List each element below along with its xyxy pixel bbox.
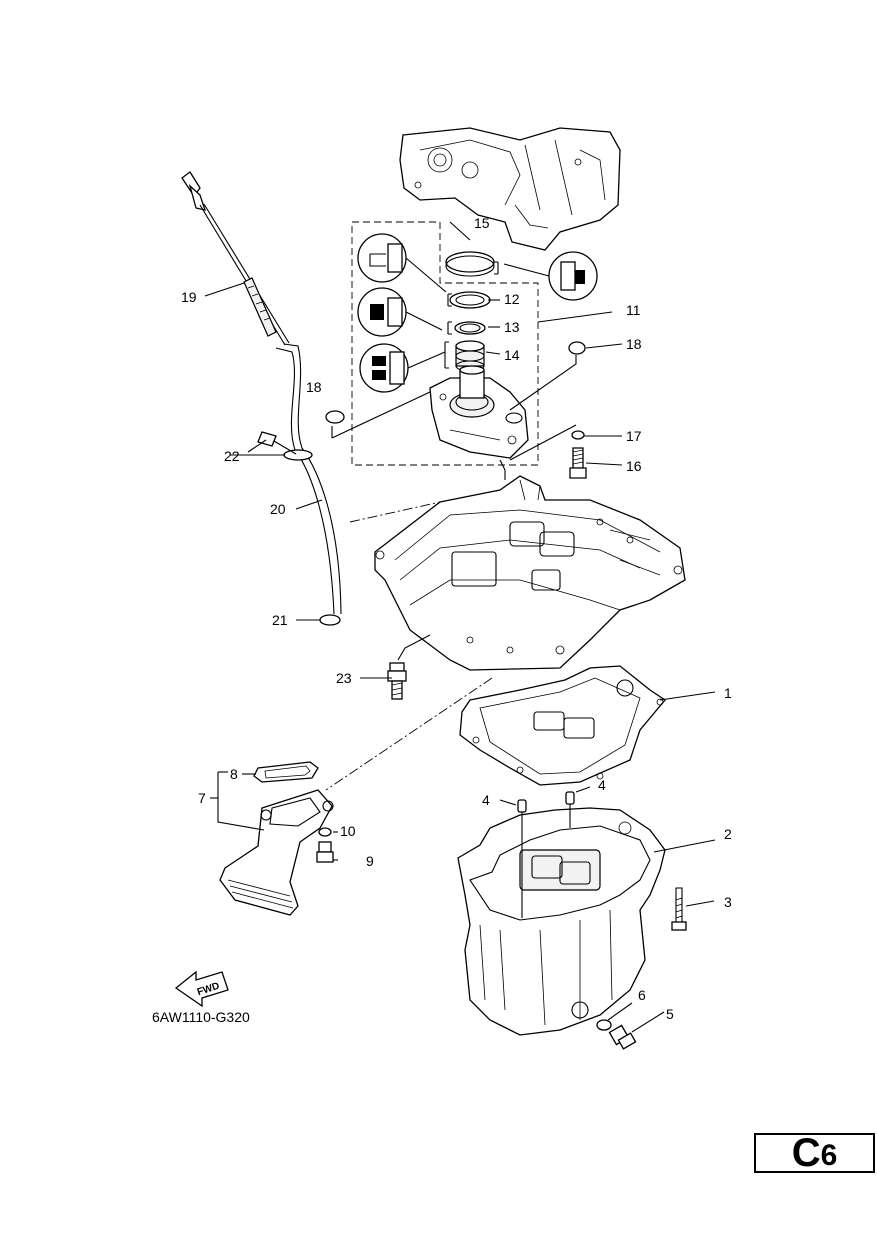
callout-1: 1 bbox=[724, 685, 732, 701]
oil-pan-2 bbox=[457, 807, 716, 1036]
callout-3: 3 bbox=[724, 894, 732, 910]
callout-4-left: 4 bbox=[482, 792, 490, 808]
oil-seal-housing bbox=[429, 365, 529, 459]
callout-17: 17 bbox=[626, 428, 642, 444]
callout-23: 23 bbox=[336, 670, 352, 686]
single-lip-seal-icon bbox=[503, 251, 598, 301]
callout-21: 21 bbox=[272, 612, 288, 628]
callout-8: 8 bbox=[230, 766, 238, 782]
callout-labels: 15 12 13 14 11 18 17 16 18 19 22 20 21 2… bbox=[152, 215, 732, 1025]
o-ring-21 bbox=[319, 614, 341, 626]
o-ring-18-left bbox=[325, 410, 345, 424]
gasket-1 bbox=[459, 665, 666, 786]
page-label-number: 6 bbox=[820, 1139, 838, 1172]
dipstick-19 bbox=[181, 171, 290, 346]
callout-10: 10 bbox=[340, 823, 356, 839]
callout-9: 9 bbox=[366, 853, 374, 869]
washer-10 bbox=[318, 827, 332, 837]
callout-16: 16 bbox=[626, 458, 642, 474]
callout-22: 22 bbox=[224, 448, 240, 464]
oil-seal-12 bbox=[449, 291, 491, 309]
exhaust-guide-block bbox=[374, 475, 686, 671]
callout-20: 20 bbox=[270, 501, 286, 517]
dipstick-guide-20 bbox=[230, 343, 342, 615]
callout-19: 19 bbox=[181, 289, 197, 305]
o-ring-15 bbox=[445, 251, 495, 277]
engine-block-fragment bbox=[399, 127, 621, 251]
washer-17 bbox=[571, 430, 585, 440]
bolt-3 bbox=[671, 887, 715, 931]
oil-seal-14 bbox=[455, 340, 485, 372]
callout-2: 2 bbox=[724, 826, 732, 842]
fitting-23 bbox=[387, 634, 431, 700]
double-seal-stack-icon bbox=[359, 343, 446, 393]
callout-11: 11 bbox=[626, 302, 641, 318]
o-ring-18-right bbox=[568, 341, 586, 355]
callout-15: 15 bbox=[474, 215, 490, 231]
callout-12: 12 bbox=[504, 291, 520, 307]
oil-seal-housing-assembly-boundary bbox=[351, 221, 539, 466]
callout-18-left: 18 bbox=[306, 379, 322, 395]
callout-6: 6 bbox=[638, 987, 646, 1003]
oil-seal-13 bbox=[454, 321, 486, 335]
callout-14: 14 bbox=[504, 347, 520, 363]
gasket-8 bbox=[253, 761, 319, 783]
page-section-label: C 6 bbox=[754, 1133, 875, 1173]
callout-7: 7 bbox=[198, 790, 206, 806]
bolt-16 bbox=[569, 447, 587, 479]
diagram-code: 6AW1110-G320 bbox=[152, 1009, 250, 1025]
bolt-9 bbox=[316, 841, 338, 863]
drain-bolt-5 bbox=[608, 1011, 665, 1050]
oil-strainer-7 bbox=[219, 789, 334, 916]
page-label-letter: C bbox=[791, 1131, 821, 1175]
u-shaped-lip-seal-icon bbox=[357, 233, 447, 293]
callout-4-right: 4 bbox=[598, 777, 606, 793]
fwd-arrow-icon: FWD bbox=[174, 970, 229, 1008]
bolt-22 bbox=[257, 431, 297, 455]
callout-18-right: 18 bbox=[626, 336, 642, 352]
washer-6 bbox=[596, 1019, 612, 1031]
dowel-pin-4-right bbox=[565, 786, 591, 828]
dowel-pin-4-left bbox=[499, 799, 527, 918]
double-lip-seal-icon bbox=[357, 287, 443, 337]
callout-5: 5 bbox=[666, 1006, 674, 1022]
callout-13: 13 bbox=[504, 319, 520, 335]
